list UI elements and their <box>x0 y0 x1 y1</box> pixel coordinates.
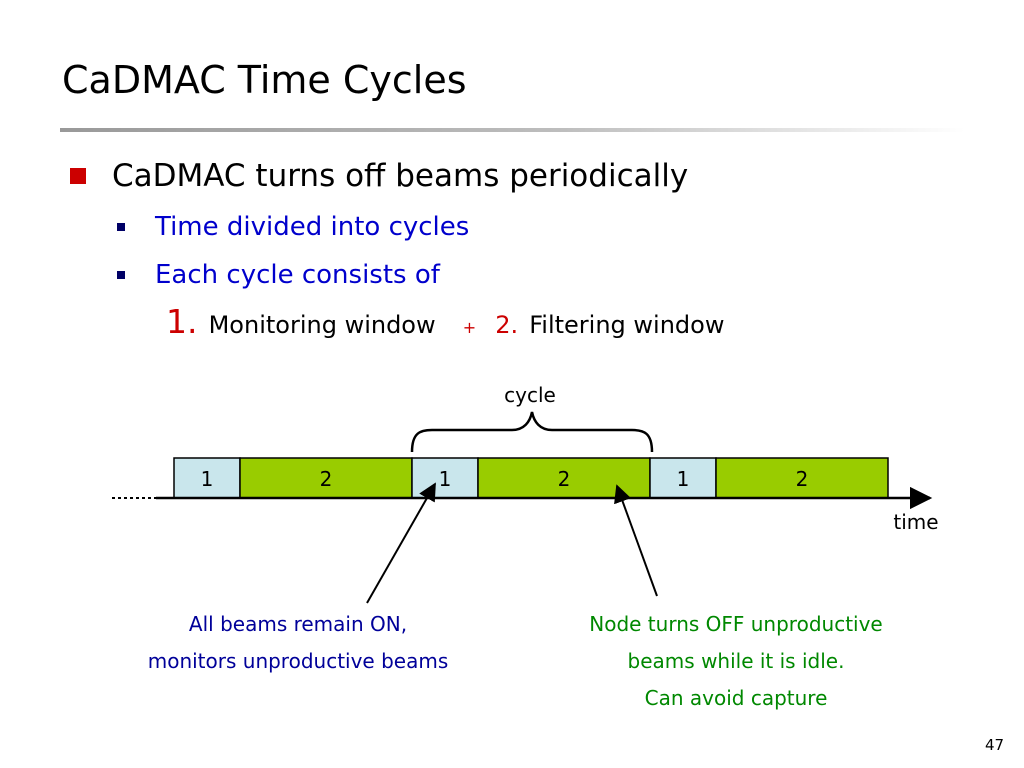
segment-label-4: 2 <box>558 467 571 491</box>
cycle-brace <box>410 411 654 453</box>
slide-number: 47 <box>985 736 1005 754</box>
segment-monitoring-1 <box>173 457 241 499</box>
window-1-number: 1. <box>166 302 198 341</box>
segment-label-6: 2 <box>796 467 809 491</box>
window-list: 1. Monitoring window + 2. Filtering wind… <box>166 302 724 350</box>
annotation-right-line-1: Node turns OFF unproductive <box>589 612 883 636</box>
segment-label-5: 1 <box>677 467 690 491</box>
main-bullet-text: CaDMAC turns off beams periodically <box>112 158 689 194</box>
small-square-bullet-icon <box>117 223 125 231</box>
annotation-left-line-2: monitors unproductive beams <box>147 649 449 673</box>
annotation-right-line-2: beams while it is idle. <box>627 649 845 673</box>
segment-filtering-6 <box>715 457 889 499</box>
sub-bullet-2-text: Each cycle consists of <box>155 260 440 290</box>
window-2-number: 2. <box>495 311 519 339</box>
slide-title: CaDMAC Time Cycles <box>62 58 467 102</box>
monitoring-pointer-arrow <box>366 482 436 604</box>
small-square-bullet-icon <box>117 271 125 279</box>
cycle-label: cycle <box>504 383 556 407</box>
annotation-left-line-1: All beams remain ON, <box>188 612 408 636</box>
square-bullet-icon <box>70 168 86 184</box>
time-axis-label: time <box>893 510 938 534</box>
time-segments: 1 2 1 2 1 2 <box>173 457 889 499</box>
segment-label-2: 2 <box>320 467 333 491</box>
plus-sign: + <box>462 318 477 337</box>
annotation-right-line-3: Can avoid capture <box>644 686 828 710</box>
window-1-label: Monitoring window <box>208 311 436 339</box>
annotation-right: Node turns OFF unproductive beams while … <box>526 606 946 717</box>
annotation-left: All beams remain ON, monitors unproducti… <box>88 606 508 680</box>
segment-label-1: 1 <box>201 467 214 491</box>
segment-label-3: 1 <box>439 467 452 491</box>
sub-bullet-1-text: Time divided into cycles <box>155 212 470 242</box>
segment-filtering-2 <box>239 457 413 499</box>
title-divider <box>60 128 965 132</box>
segment-monitoring-5 <box>649 457 717 499</box>
filtering-pointer-arrow <box>614 484 658 597</box>
window-2-label: Filtering window <box>529 311 725 339</box>
